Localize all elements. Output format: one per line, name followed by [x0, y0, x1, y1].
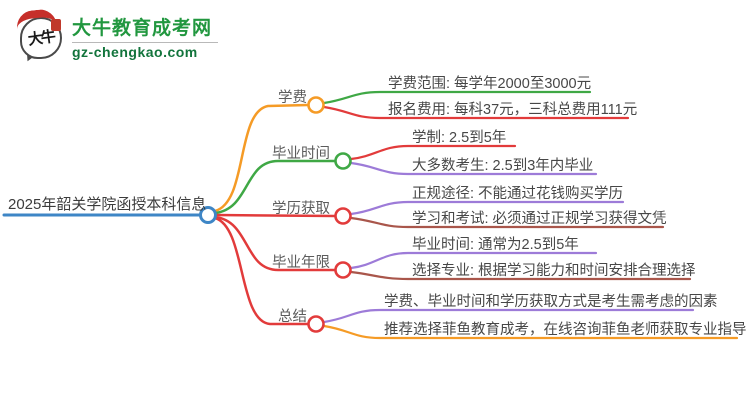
leaf-line-legit-route [349, 200, 625, 216]
branch-label-tuition: 学费 [278, 90, 307, 106]
logo-red-seal-icon [51, 19, 61, 31]
branch-label-diploma-acquisition: 学历获取 [272, 201, 330, 217]
leaf-line-summary-recommendation [322, 324, 739, 340]
leaf-line-tuition-range [322, 90, 592, 105]
leaf-label-tuition-range: 学费范围: 每学年2000至3000元 [388, 76, 592, 92]
leaf-label-study-and-exam: 学习和考试: 必须通过正规学习获得文凭 [412, 211, 667, 227]
logo-text-block: 大牛教育成考网 gz-chengkao.com [72, 12, 218, 60]
branch-line-summary [213, 216, 310, 326]
logo-bubble-icon: 大牛 [15, 8, 64, 64]
leaf-line-graduation-period [349, 251, 598, 270]
logo-site-name: 大牛教育成考网 [72, 18, 213, 39]
leaf-line-summary-factors [322, 308, 695, 324]
node-circle-tuition [307, 96, 325, 114]
leaf-line-most-students [349, 161, 598, 176]
leaf-label-most-students: 大多数考生: 2.5到3年内毕业 [412, 158, 594, 174]
leaf-label-legit-route: 正规途径: 不能通过花钱购买学历 [412, 186, 624, 202]
branch-line-tuition [213, 103, 310, 213]
leaf-label-summary-factors: 学费、毕业时间和学历获取方式是考生需考虑的因素 [384, 294, 718, 310]
logo-site-domain: gz-chengkao.com [72, 44, 198, 60]
branch-line-graduation-years [213, 215, 337, 272]
leaf-label-study-length: 学制: 2.5到5年 [412, 130, 507, 146]
leaf-line-registration-fee [322, 105, 630, 120]
leaf-line-major-choice [349, 270, 692, 281]
root-node-circle [199, 206, 217, 224]
leaf-label-summary-recommendation: 推荐选择菲鱼教育成考，在线咨询菲鱼老师获取专业指导 [384, 322, 747, 338]
branch-label-summary: 总结 [278, 309, 307, 325]
leaf-label-major-choice: 选择专业: 根据学习能力和时间安排合理选择 [412, 263, 696, 279]
node-circle-graduation-years [334, 261, 352, 279]
branch-label-graduation-years: 毕业年限 [272, 255, 330, 271]
site-logo: 大牛 大牛教育成考网 gz-chengkao.com [15, 8, 218, 64]
branch-line-graduation-time [213, 159, 337, 215]
node-circle-graduation-time [334, 152, 352, 170]
leaf-label-graduation-period: 毕业时间: 通常为2.5到5年 [412, 237, 579, 253]
logo-divider [72, 42, 218, 43]
node-circle-diploma-acquisition [334, 207, 352, 225]
leaf-line-study-and-exam [349, 216, 665, 229]
leaf-line-study-length [349, 144, 517, 161]
branch-line-diploma-acquisition [214, 213, 337, 218]
node-circle-summary [307, 315, 325, 333]
root-node-label: 2025年韶关学院函授本科信息 [8, 196, 207, 213]
leaf-label-registration-fee: 报名费用: 每科37元，三科总费用111元 [388, 102, 638, 118]
branch-label-graduation-time: 毕业时间 [272, 146, 330, 162]
